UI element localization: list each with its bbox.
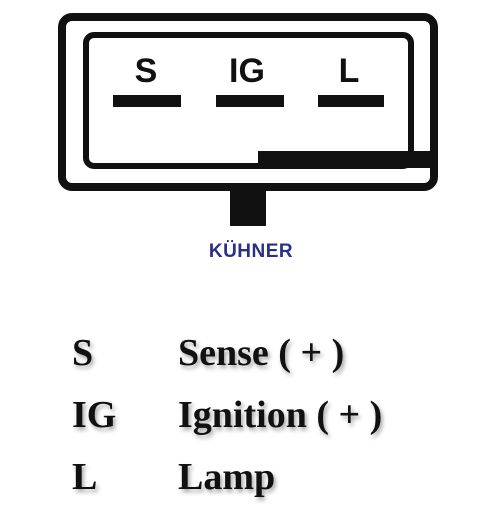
pin-bar-ig [216,95,284,107]
legend-code: S [72,332,94,374]
legend-description: Lamp [178,456,276,498]
pin-label-ig: IG [229,52,265,90]
legend-row: L Lamp [0,446,500,508]
legend-description: Sense ( + ) [178,332,345,374]
pin-legend: S Sense ( + ) IG Ignition ( + ) L Lamp [0,322,500,508]
pin-bar-l [318,95,384,107]
housing-shadow [258,151,430,168]
legend-code: L [72,456,98,498]
pin-label-s: S [135,52,158,90]
brand-logo-text: KÜHNER [209,241,293,262]
legend-row: IG Ignition ( + ) [0,384,500,446]
pin-label-l: L [339,52,360,90]
connector-key-tab [230,186,266,226]
legend-description: Ignition ( + ) [178,394,383,436]
legend-row: S Sense ( + ) [0,322,500,384]
legend-code: IG [72,394,117,436]
pin-bar-s [113,95,181,107]
